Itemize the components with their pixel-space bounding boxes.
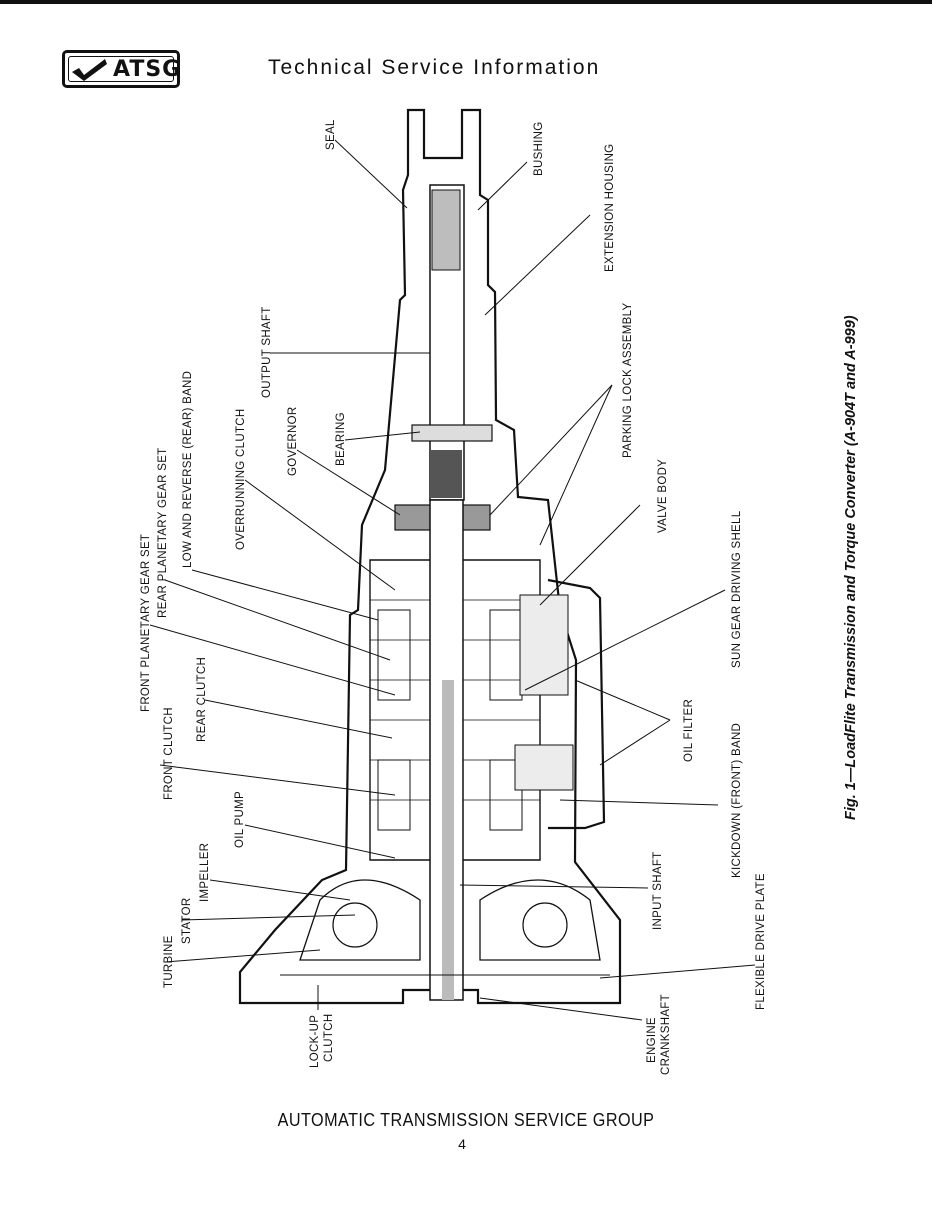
label-lockup-line1: LOCK-UP: [309, 1015, 321, 1068]
label-low-reverse-band: LOW AND REVERSE (REAR) BAND: [182, 371, 194, 568]
logo-text: ATSG: [113, 57, 182, 82]
label-extension-housing: EXTENSION HOUSING: [604, 144, 616, 272]
leader-lines: [149, 139, 756, 1021]
label-parking-lock: PARKING LOCK ASSEMBLY: [622, 303, 634, 458]
label-front-planetary: FRONT PLANETARY GEAR SET: [140, 534, 152, 712]
label-input-shaft: INPUT SHAFT: [652, 852, 664, 930]
transmission-housing: [238, 108, 622, 1005]
label-sun-gear-shell: SUN GEAR DRIVING SHELL: [731, 510, 743, 668]
label-bushing: BUSHING: [533, 122, 545, 177]
label-seal: SEAL: [325, 119, 337, 150]
label-overrunning-clutch: OVERRUNNING CLUTCH: [235, 409, 247, 551]
atsg-logo: ATSG: [62, 50, 180, 88]
label-lockup-line2: CLUTCH: [323, 1014, 335, 1062]
label-engine-line2: CRANKSHAFT: [660, 994, 672, 1075]
label-front-clutch: FRONT CLUTCH: [163, 707, 175, 800]
label-bearing: BEARING: [335, 412, 347, 466]
label-stator: STATOR: [181, 897, 193, 944]
internal-components: [280, 184, 610, 1001]
page-number: 4: [458, 1136, 466, 1152]
header-title: Technical Service Information: [268, 56, 601, 79]
label-oil-pump: OIL PUMP: [234, 791, 246, 848]
logo-frame: [68, 56, 174, 82]
label-governor: GOVERNOR: [287, 407, 299, 477]
top-rule: [0, 0, 932, 4]
footer-organization: AUTOMATIC TRANSMISSION SERVICE GROUP: [277, 1110, 655, 1130]
label-oil-filter: OIL FILTER: [683, 699, 695, 762]
label-turbine: TURBINE: [163, 935, 175, 988]
checkmark-icon: [72, 59, 107, 81]
label-flexible-drive-plate: FLEXIBLE DRIVE PLATE: [755, 873, 767, 1010]
label-rear-clutch: REAR CLUTCH: [196, 657, 208, 742]
label-rear-planetary: REAR PLANETARY GEAR SET: [157, 447, 169, 618]
label-output-shaft: OUTPUT SHAFT: [261, 306, 273, 398]
label-engine-line1: ENGINE: [646, 1017, 658, 1063]
label-kickdown-band: KICKDOWN (FRONT) BAND: [731, 723, 743, 878]
figure-caption: Fig. 1—LoadFlite Transmission and Torque…: [843, 315, 859, 820]
label-valve-body: VALVE BODY: [657, 459, 669, 533]
part-labels: SEAL BUSHING EXTENSION HOUSING OUTPUT SH…: [140, 119, 767, 1075]
label-impeller: IMPELLER: [199, 843, 211, 902]
